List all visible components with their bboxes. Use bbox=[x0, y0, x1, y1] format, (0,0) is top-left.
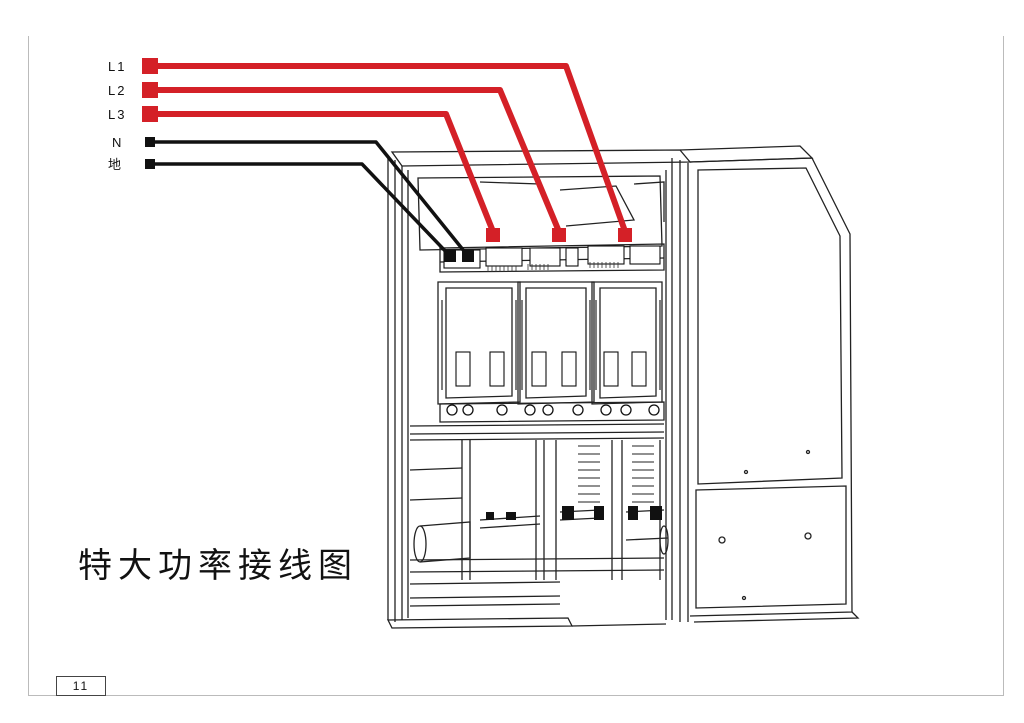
wire-ground bbox=[152, 162, 452, 258]
wire-l1 bbox=[152, 63, 629, 236]
page-number: 11 bbox=[56, 676, 106, 696]
rail-teeth bbox=[487, 262, 619, 272]
wire-n bbox=[152, 140, 470, 258]
page-frame bbox=[28, 36, 1004, 696]
terminal-label-l3: L3 bbox=[108, 107, 126, 122]
terminal-square-l1 bbox=[142, 58, 158, 74]
wire-end-connectors bbox=[486, 228, 632, 242]
terminal-label-ground: 地 bbox=[108, 157, 123, 172]
terminal-square-l3 bbox=[142, 106, 158, 122]
terminal-square-l2 bbox=[142, 82, 158, 98]
terminal-label-l1: L1 bbox=[108, 59, 126, 74]
terminal-square-n bbox=[145, 137, 155, 147]
wire-l3 bbox=[152, 111, 497, 236]
wire-end-connectors-black bbox=[444, 250, 474, 262]
diagram-title: 特大功率接线图 bbox=[78, 546, 358, 586]
module-details bbox=[441, 300, 661, 390]
terminal-label-n: N bbox=[112, 135, 123, 150]
lower-connectors bbox=[486, 506, 662, 520]
wire-l2 bbox=[152, 87, 563, 236]
terminal-square-ground bbox=[145, 159, 155, 169]
terminal-label-l2: L2 bbox=[108, 83, 126, 98]
rail-blocks bbox=[443, 245, 661, 269]
module-bolts bbox=[446, 404, 660, 416]
